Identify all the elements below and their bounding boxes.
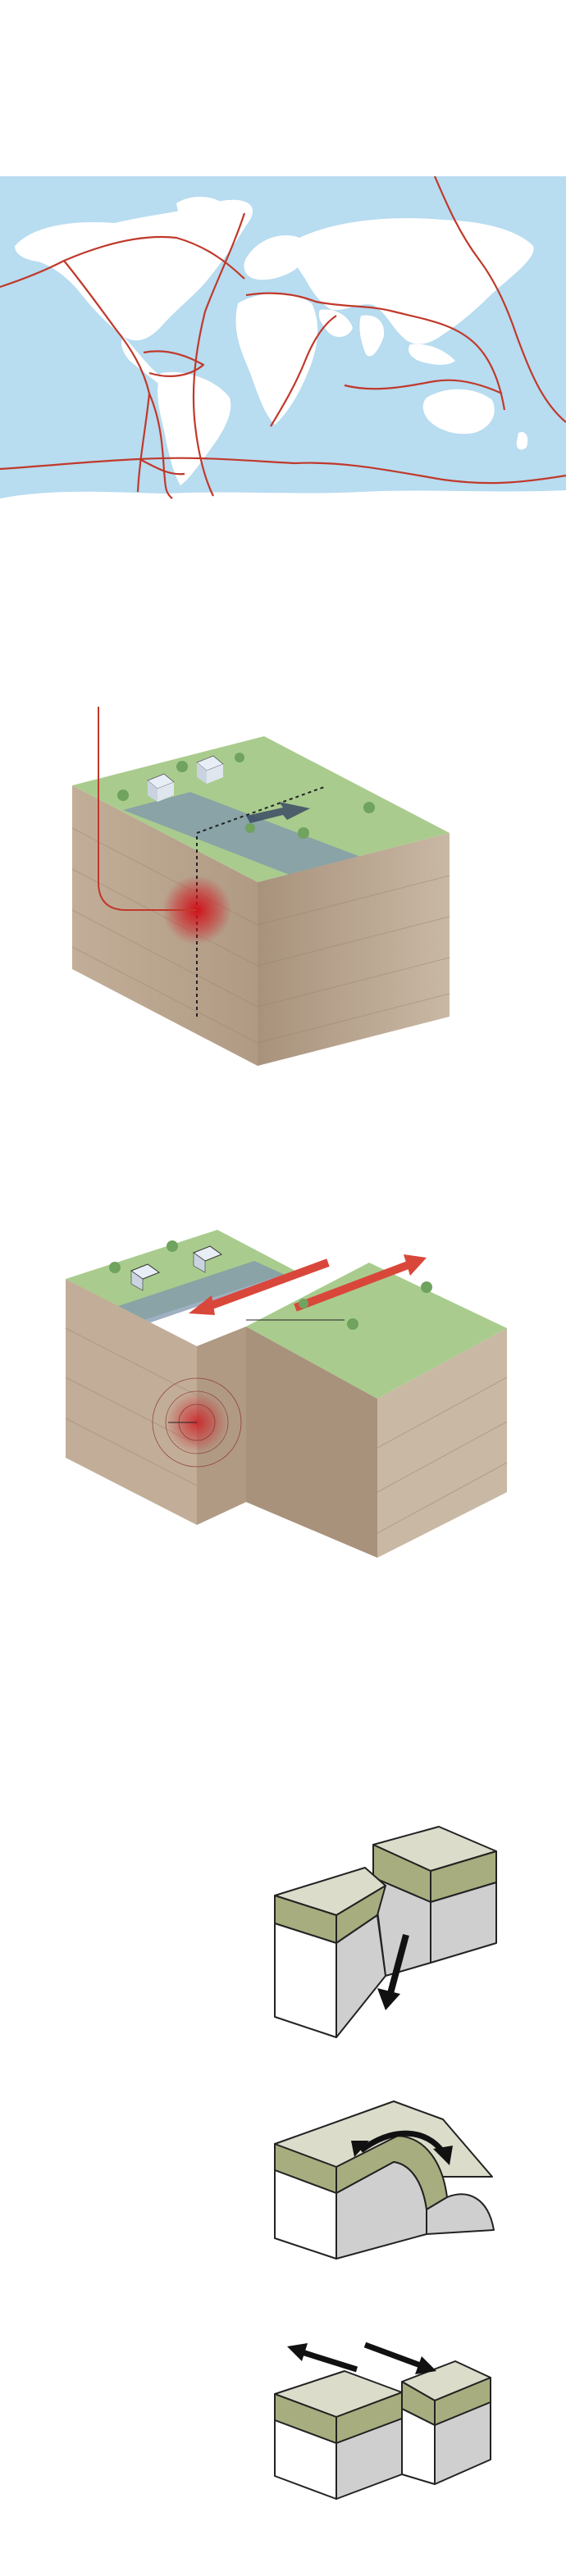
transform-fault-diagram	[65, 1230, 508, 1558]
boundary-pacific-west	[433, 175, 566, 423]
boundary-pacific-east	[0, 259, 151, 493]
transform-fault-panel	[0, 1205, 566, 1566]
damaged-house-icon	[192, 1245, 223, 1273]
fold-curved-arrow-icon	[351, 2130, 453, 2165]
continent-southeast-asia	[409, 344, 455, 365]
world-map-panel	[0, 0, 566, 525]
plate-boundary-map	[0, 175, 566, 507]
plate-boundaries	[0, 175, 566, 499]
seismic-waves	[152, 1377, 242, 1468]
block-right-face	[258, 833, 450, 1066]
normal-fault-diagram	[274, 1826, 497, 2038]
fault-line	[196, 786, 325, 1017]
continents	[0, 196, 566, 507]
tree-icon	[421, 1281, 432, 1293]
fold-panel	[0, 2087, 566, 2275]
island-new-zealand	[516, 431, 528, 450]
tree-icon	[167, 1240, 178, 1252]
boundary-caribbean	[143, 350, 205, 377]
left-arrow-icon	[287, 2343, 358, 2373]
right-block-left-face	[246, 1327, 377, 1558]
left-move-arrow-icon	[189, 1258, 330, 1315]
tree-icon	[363, 802, 375, 813]
tree-icon	[299, 1299, 308, 1308]
strike-slip-diagram	[274, 2342, 491, 2500]
down-arrow-icon	[377, 1933, 409, 2010]
movement-arrow-icon	[246, 802, 310, 823]
right-block-top	[246, 1263, 507, 1399]
fold-diagram	[274, 2100, 495, 2260]
focus-indicator-line	[98, 707, 197, 911]
boundary-mid-atlantic	[192, 212, 246, 497]
block-left-face	[72, 785, 258, 1066]
left-block-left-face	[66, 1279, 197, 1525]
left-block-top	[66, 1230, 295, 1320]
tree-icon	[176, 761, 188, 772]
tree-icon	[235, 753, 244, 762]
continent-india	[359, 315, 385, 357]
continent-australia	[422, 389, 495, 435]
tree-icon	[117, 790, 129, 801]
boundary-eurasian	[245, 292, 506, 411]
boundary-african	[270, 315, 337, 427]
normal-fault-panel	[0, 1820, 566, 2050]
house-icon	[196, 755, 224, 784]
earthquake-block-panel	[0, 672, 566, 1099]
strata	[71, 827, 450, 1044]
tree-icon	[298, 827, 309, 839]
trees	[109, 1240, 432, 1330]
normal-fault-block	[274, 1826, 497, 2038]
fold-block	[274, 2100, 495, 2260]
continent-africa	[235, 293, 318, 425]
tree-icon	[245, 823, 255, 833]
right-move-arrow-icon	[294, 1254, 427, 1312]
continent-antarctica	[0, 490, 566, 507]
trees	[117, 753, 375, 839]
damaged-house-icon	[130, 1263, 161, 1291]
tree-icon	[109, 1262, 121, 1273]
continent-greenland	[176, 196, 226, 239]
boundary-southern-ridge	[0, 457, 566, 485]
continent-south-america	[157, 371, 231, 485]
strike-slip-block	[274, 2360, 491, 2500]
strike-slip-panel	[0, 2320, 566, 2517]
road	[123, 792, 376, 882]
continent-arabia	[318, 309, 353, 338]
house-icon	[147, 773, 175, 802]
right-arrow-icon	[363, 2342, 436, 2374]
boundary-scotia	[139, 458, 185, 476]
road	[111, 1261, 287, 1325]
tree-icon	[347, 1318, 358, 1330]
right-block-right-face	[377, 1328, 507, 1558]
boundary-indo-australian	[344, 379, 503, 395]
earthquake-block-diagram	[71, 707, 450, 1066]
